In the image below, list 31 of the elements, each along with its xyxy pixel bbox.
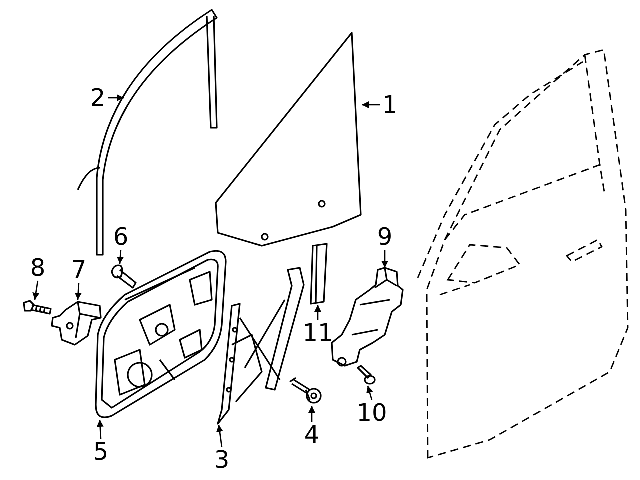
bolt-drawing xyxy=(22,300,53,317)
leader-line xyxy=(117,250,124,264)
callout-number: 10 xyxy=(352,399,392,427)
screw-drawing xyxy=(110,264,138,291)
callout-number: 4 xyxy=(292,421,332,449)
bolt-drawing xyxy=(289,378,323,406)
leader-line xyxy=(216,424,224,448)
callout-number: 5 xyxy=(81,438,121,466)
callout-number: 8 xyxy=(18,254,58,282)
leader-line xyxy=(96,420,104,440)
callout-number: 9 xyxy=(365,223,405,251)
window-motor-drawing xyxy=(50,300,104,346)
leader-line xyxy=(74,282,82,300)
callout-number: 11 xyxy=(298,319,338,347)
glass-run-strip-drawing xyxy=(309,243,331,305)
leader-line xyxy=(362,102,380,108)
leader-line xyxy=(32,280,40,300)
callout-number: 3 xyxy=(202,446,242,474)
window-glass-drawing xyxy=(213,33,363,246)
leader-line xyxy=(308,406,316,422)
callout-number: 6 xyxy=(101,223,141,251)
callout-number: 1 xyxy=(370,91,410,119)
door-latch-module-drawing xyxy=(330,268,403,369)
leader-line xyxy=(108,94,124,102)
leader-line xyxy=(366,386,374,400)
leader-line xyxy=(314,305,322,320)
leader-line xyxy=(382,250,388,268)
window-run-channel-drawing xyxy=(76,8,219,256)
callout-number: 2 xyxy=(78,84,118,112)
callout-number: 7 xyxy=(59,256,99,284)
pin-drawing xyxy=(356,365,378,386)
